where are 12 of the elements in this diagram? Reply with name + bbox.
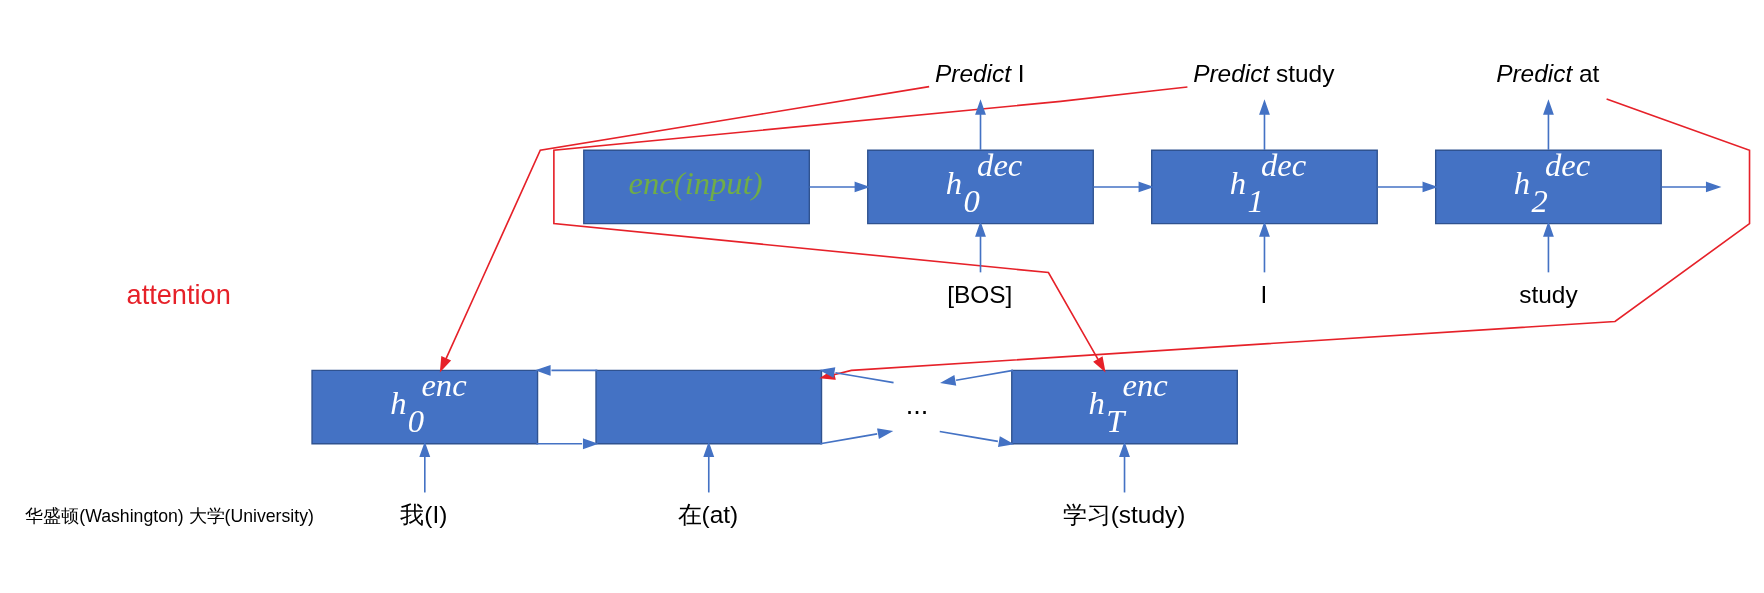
node-text: I: [1260, 280, 1268, 308]
label: 华盛顿(Washington) 大学(University): [25, 505, 314, 526]
node-text: 我(I): [400, 500, 448, 528]
node-text: ...: [905, 388, 929, 420]
node-text: [BOS]: [947, 280, 1013, 308]
label: attention: [126, 278, 231, 310]
node-text: Predict I: [934, 59, 1025, 87]
node-text: 学习(study): [1062, 500, 1186, 528]
node-text: Predict study: [1193, 59, 1335, 87]
node-text: study: [1519, 280, 1578, 308]
node-text: Predict at: [1496, 59, 1600, 87]
node-text: 在(at): [677, 500, 739, 528]
